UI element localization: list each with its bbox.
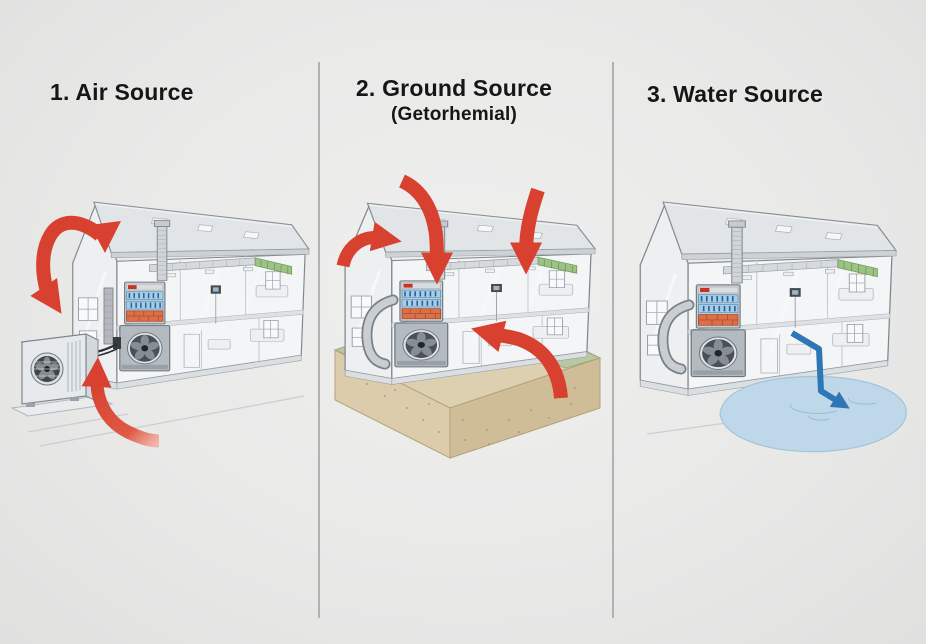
ground-heat-arrow-left — [336, 221, 402, 268]
panel-divider — [318, 62, 320, 618]
air-intake-arrow — [30, 215, 105, 314]
panel-title-air-source: 1. Air Source — [50, 79, 194, 105]
water-source-illustration — [613, 0, 907, 453]
concrete-pad — [10, 395, 114, 417]
pond — [719, 375, 907, 453]
water-loop-arrow — [790, 330, 850, 409]
ground-heat-arrow-down-right — [509, 187, 545, 275]
flex-duct — [657, 299, 695, 375]
ground-source-illustration — [333, 174, 602, 459]
panel-title-ground-source: 2. Ground Source (Getorhemial) — [350, 75, 558, 126]
panel-subtitle-geothermal: (Getorhemial) — [390, 104, 518, 125]
ground-heat-arrow-up — [471, 320, 568, 399]
panel-title-text: 2. Ground Source — [355, 75, 553, 101]
refrigerant-duct — [103, 287, 114, 345]
flex-duct — [361, 294, 399, 370]
air-updraft-arrow — [81, 357, 160, 448]
panel-title-water-source: 3. Water Source — [647, 81, 823, 107]
air-source-illustration — [10, 0, 319, 448]
line-set-valve — [113, 337, 121, 349]
panel-divider — [612, 62, 614, 618]
air-exhaust-arrowhead — [90, 221, 121, 253]
ground-heat-arrow-down-left — [398, 174, 454, 285]
side-vents — [67, 340, 81, 392]
